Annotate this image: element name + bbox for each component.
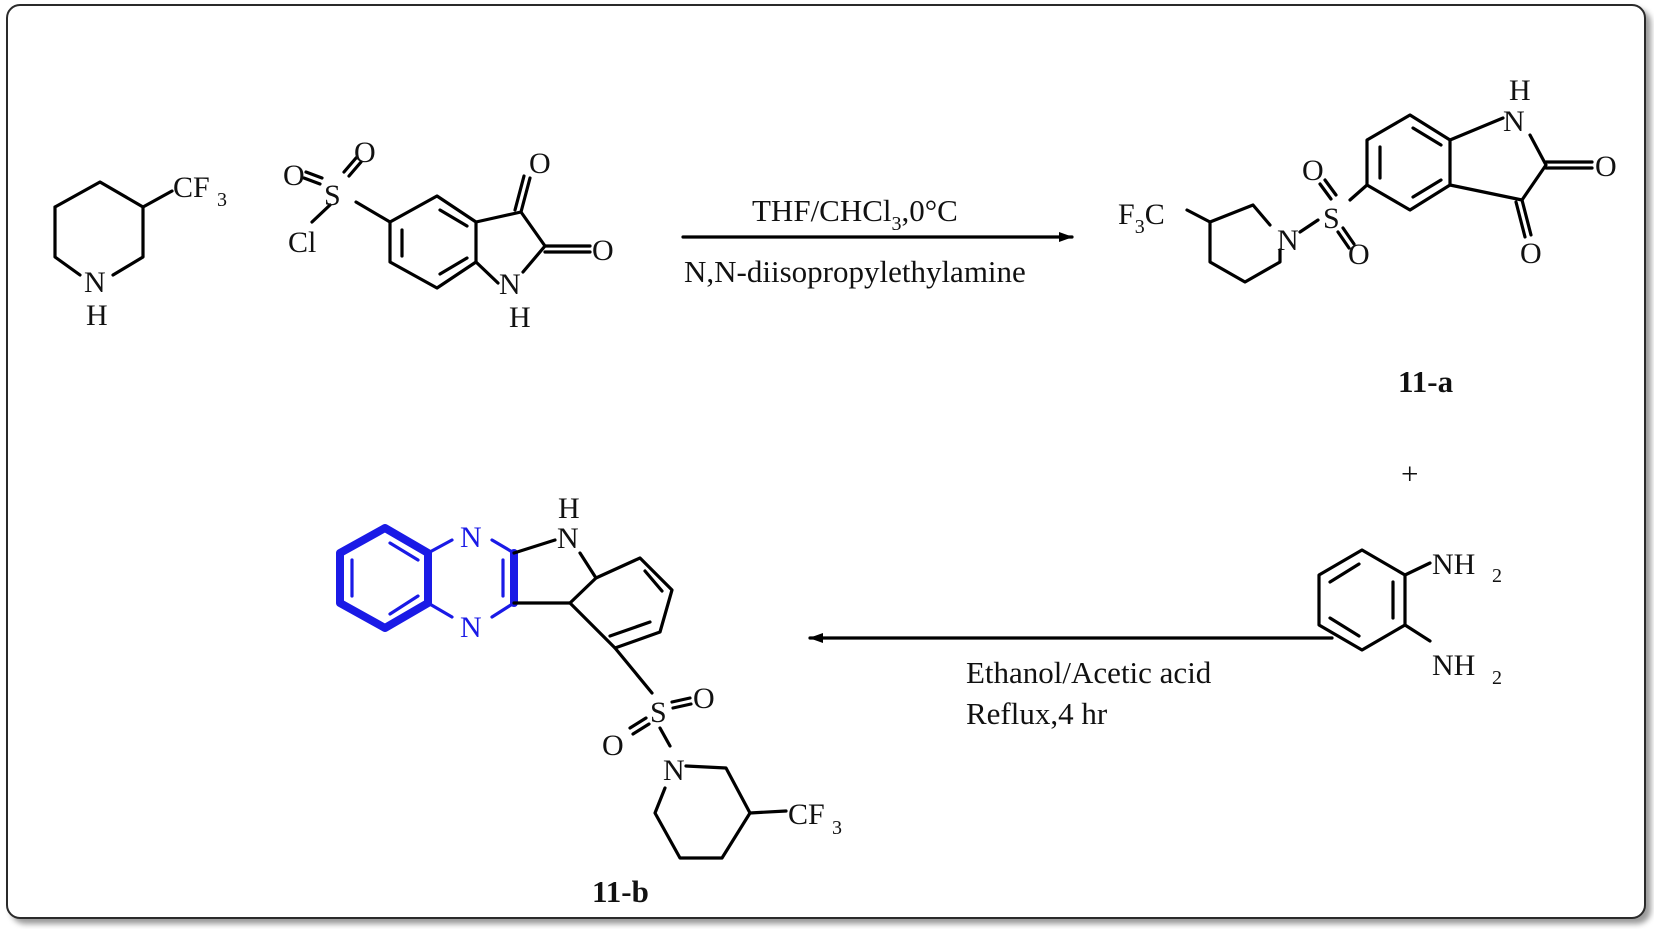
sulfur: S xyxy=(1323,202,1340,235)
benzo-inner-bonds xyxy=(1378,126,1443,199)
indole-h: H xyxy=(558,492,580,525)
benzene-inner-bonds xyxy=(1328,562,1395,638)
indole-benzo-ring xyxy=(568,556,674,650)
cf3-f: F3C xyxy=(1118,198,1165,238)
cf3-subscript: 3 xyxy=(217,189,227,211)
sulfonyl-oxygen-1: O xyxy=(693,682,715,715)
so-right xyxy=(670,696,693,710)
lactam-ring xyxy=(1448,116,1548,202)
c3-oxygen: O xyxy=(1520,237,1542,270)
cf3-subscript: 3 xyxy=(832,817,842,839)
product-11b: N N N H S O O N CF 3 xyxy=(336,492,842,860)
step1: THF/CHCl3,0°C N,N-diisopropylethylamine xyxy=(681,193,1074,289)
cf3-bond xyxy=(1185,208,1212,224)
indole-n: N xyxy=(499,268,521,301)
piperidine-ring xyxy=(653,764,752,860)
pyrazine-n-bottom: N xyxy=(460,611,482,644)
scheme-frame xyxy=(6,4,1646,919)
sulfur: S xyxy=(324,179,341,212)
benzene-inner-bonds xyxy=(400,208,469,276)
reactant-piperidine-cf3: N H CF 3 xyxy=(53,171,227,332)
highlight-benzo-inner xyxy=(350,541,420,616)
indole-n: N xyxy=(557,522,579,555)
label-11b: 11-b xyxy=(592,874,649,909)
sulfonyl-oxygen-1: O xyxy=(1302,154,1324,187)
highlight-pyrazine-bonds xyxy=(426,538,516,619)
indole-benzo-inner xyxy=(608,569,664,638)
piperidine-ring xyxy=(1208,203,1282,284)
sulfonyl-oxygen-2: O xyxy=(602,729,624,762)
c2-oxygen: O xyxy=(1595,150,1617,183)
pyrrole-ring xyxy=(512,538,598,605)
pyrazine-n-top: N xyxy=(460,521,482,554)
c-s-bond xyxy=(1348,183,1369,202)
cf3-bond xyxy=(748,809,788,815)
step1-conditions-top: THF/CHCl3,0°C xyxy=(752,193,958,235)
step1-conditions-bottom: N,N-diisopropylethylamine xyxy=(684,254,1026,289)
so-top xyxy=(342,156,363,178)
s-n-bond xyxy=(1298,218,1320,234)
so-left xyxy=(302,170,324,186)
amine-1-sub: 2 xyxy=(1492,565,1502,587)
c2-oxygen: O xyxy=(592,234,614,267)
amine-n: N xyxy=(84,266,106,299)
sulfonyl-oxygen-2: O xyxy=(1348,238,1370,271)
reactant-o-phenylenediamine: NH 2 NH 2 xyxy=(1317,548,1502,689)
product-11a: N H O O S O O N F3C xyxy=(1118,74,1617,284)
so-bottom xyxy=(1336,226,1356,250)
step2: Ethanol/Acetic acid Reflux,4 hr xyxy=(808,633,1334,731)
c3-carbonyl xyxy=(513,174,532,214)
piperidine-n: N xyxy=(1277,224,1299,257)
indole-h: H xyxy=(1509,74,1531,107)
sulfonyl-oxygen-2: O xyxy=(354,136,376,169)
cf3-label: CF xyxy=(173,171,210,204)
s-n-bond xyxy=(658,726,672,748)
plus-sign: + xyxy=(1401,456,1418,491)
c2-carbonyl xyxy=(543,244,592,254)
c-s-bond xyxy=(613,646,654,695)
chlorine: Cl xyxy=(288,226,316,259)
five-ring xyxy=(474,210,547,285)
so-top xyxy=(1318,178,1338,201)
amine-1: NH xyxy=(1432,548,1475,581)
amine-2: NH xyxy=(1432,649,1475,682)
c3-oxygen: O xyxy=(529,147,551,180)
amine-bonds xyxy=(1403,561,1432,643)
sulfonyl-oxygen-1: O xyxy=(283,159,305,192)
piperidine-n: N xyxy=(663,754,685,787)
indole-h: H xyxy=(509,301,531,334)
c2-carbonyl xyxy=(1544,160,1594,170)
indole-n: N xyxy=(1503,105,1525,138)
c-s-bond xyxy=(354,200,392,224)
s-cl-bond xyxy=(310,203,332,224)
step2-conditions-line1: Ethanol/Acetic acid xyxy=(966,655,1212,690)
so-left xyxy=(628,716,651,736)
amine-h: H xyxy=(86,299,108,332)
reactant-isatin-sulfonyl-chloride: O O N H S O O Cl xyxy=(283,136,614,334)
step2-conditions-line2: Reflux,4 hr xyxy=(966,696,1108,731)
sulfur: S xyxy=(650,696,667,729)
amine-2-sub: 2 xyxy=(1492,667,1502,689)
cf3-bond xyxy=(141,189,174,209)
cf3-label: CF xyxy=(788,798,825,831)
label-11a: 11-a xyxy=(1398,364,1454,399)
piperidine-ring xyxy=(53,180,145,277)
c3-carbonyl xyxy=(1514,198,1533,239)
